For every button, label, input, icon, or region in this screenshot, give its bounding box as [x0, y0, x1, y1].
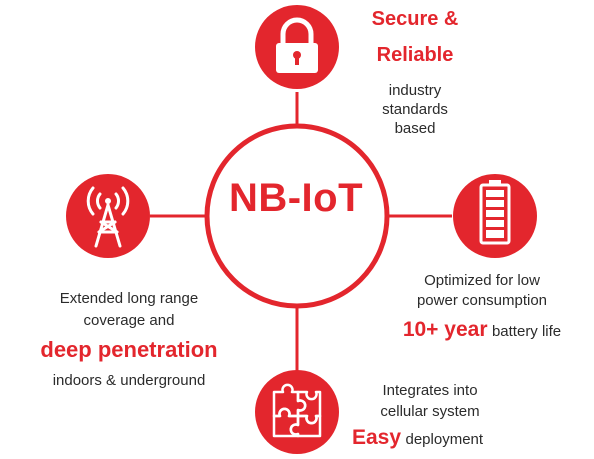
secure-body-line2: standards [382, 101, 448, 118]
power-highlight-line: 10+ year battery life [372, 318, 592, 342]
integration-highlight: Easy [352, 426, 402, 449]
integration-highlight-line: Easy deployment [352, 426, 532, 450]
secure-heading-line2: Reliable [376, 44, 454, 66]
integration-tail: deployment [405, 431, 484, 448]
secure-body-line1: industry [388, 82, 442, 99]
coverage-highlight: deep penetration [40, 337, 218, 362]
coverage-body-line1: Extended long range [59, 290, 199, 307]
power-body-line2: power consumption [416, 292, 548, 309]
integration-body-line1: Integrates into [382, 382, 478, 399]
power-body-line1: Optimized for low [424, 272, 540, 289]
power-highlight: 10+ year [402, 318, 488, 341]
secure-heading-line1: Secure & [371, 8, 459, 30]
secure-body-line3: based [394, 120, 436, 137]
coverage-body-line2: coverage and [83, 312, 175, 329]
hub-label: NB-IoT [228, 176, 364, 220]
lock-icon [255, 5, 339, 89]
hub-circle [204, 123, 390, 309]
power-tail: battery life [491, 323, 562, 340]
puzzle-icon [255, 370, 339, 454]
integration-body-line2: cellular system [380, 403, 480, 420]
coverage-footer: indoors & underground [52, 372, 206, 389]
battery-icon [453, 174, 537, 258]
antenna-tower-icon [66, 174, 150, 258]
